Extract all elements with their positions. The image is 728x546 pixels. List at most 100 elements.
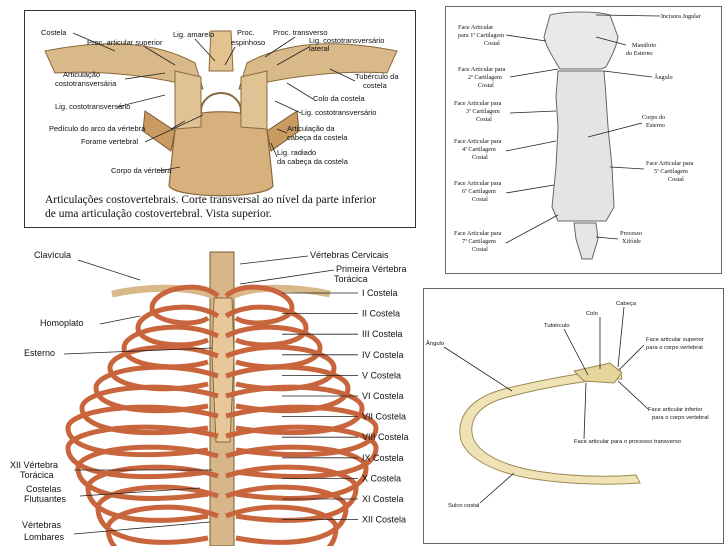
caption-line-2: de uma articulação costovertebral. Vista… bbox=[45, 208, 272, 220]
label-esterno: Esterno bbox=[24, 348, 55, 358]
label-lig-ct-2: Lig. costotransversário bbox=[301, 108, 376, 117]
rib-8-right bbox=[225, 424, 379, 480]
thoracic-cage-panel: Clavícula Homoplato Esterno XII Vértebra… bbox=[0, 236, 420, 546]
label-corpo-esterno-1: Corpo do bbox=[642, 114, 665, 121]
label-rib-4: IV Costela bbox=[362, 350, 404, 360]
rib-7-left bbox=[65, 404, 219, 458]
label-clavicula: Clavícula bbox=[34, 250, 71, 260]
label-lig-radiado-2: da cabeça da costela bbox=[277, 157, 349, 166]
label-art-cabeca-1: Articulação da bbox=[287, 124, 335, 133]
label-proc-transverso: Proc. transverso bbox=[273, 28, 328, 37]
label-tuberculo-2: costela bbox=[363, 81, 388, 90]
label-fa-transverso: Face articular para o processo transvers… bbox=[574, 439, 681, 445]
costovertebral-diagram: Costela Proc. articular superior Lig. am… bbox=[41, 28, 399, 220]
label-fa6-3: Costal bbox=[472, 196, 488, 203]
label-fa3-2: 3ª Cartilagem bbox=[466, 108, 500, 115]
label-rib-9: IX Costela bbox=[362, 453, 404, 463]
label-fa1-2: para 1ª Cartilagem bbox=[458, 32, 504, 39]
label-xifoide-1: Processo bbox=[620, 230, 642, 237]
label-pediculo: Pedículo do arco da vértebra bbox=[49, 124, 146, 133]
label-fa-inferior-2: para o corpo vertebral bbox=[652, 415, 709, 421]
label-xii-vertebra-2: Torácica bbox=[20, 470, 54, 480]
rib-12-left bbox=[105, 504, 219, 546]
label-colo: Colo bbox=[586, 311, 598, 317]
rib-6-left bbox=[79, 384, 219, 436]
label-colo-costela: Colo da costela bbox=[313, 94, 366, 103]
label-rib-2: II Costela bbox=[362, 309, 400, 319]
left-rib-head-shape bbox=[142, 110, 176, 152]
label-sulco-costal: Sulco costal bbox=[448, 503, 479, 509]
label-lig-ct-lateral-2: lateral bbox=[309, 44, 330, 53]
label-rib-8: VIII Costela bbox=[362, 432, 409, 442]
left-rib-shape bbox=[44, 43, 204, 90]
label-fa2-2: 2ª Cartilagem bbox=[468, 74, 502, 81]
label-rib-12: XII Costela bbox=[362, 515, 406, 525]
rib-panel: Cabeça Colo Tubérculo Ângulo Face articu… bbox=[423, 288, 724, 544]
label-incisura-jugular: Incisura Jugular bbox=[661, 13, 701, 20]
rib-12-right bbox=[225, 504, 339, 546]
rib-1-left bbox=[149, 284, 220, 326]
label-lig-ct: Lig. costotransversário bbox=[55, 102, 130, 111]
label-rib-1: I Costela bbox=[362, 288, 398, 298]
ribs-group bbox=[65, 284, 379, 546]
label-tuberculo: Tubérculo bbox=[544, 323, 570, 329]
label-fa5-2: 5ª Cartilagem bbox=[654, 168, 688, 175]
label-fa4-1: Face Articular para bbox=[454, 138, 502, 145]
label-costela: Costela bbox=[41, 28, 67, 37]
label-fa6-1: Face Articular para bbox=[454, 180, 502, 187]
label-vertebras-lombares-2: Lombares bbox=[24, 532, 65, 542]
sternum-panel: Incisura Jugular Face Articular para 1ª … bbox=[445, 6, 722, 274]
label-xifoide-2: Xifóide bbox=[622, 238, 641, 245]
label-proc-articular-superior: Proc. articular superior bbox=[87, 38, 163, 47]
label-proc-espinhoso-2: espinhoso bbox=[231, 38, 265, 47]
rib-10-left bbox=[85, 464, 219, 523]
rib-9-right bbox=[225, 444, 369, 501]
sternum-diagram: Incisura Jugular Face Articular para 1ª … bbox=[454, 11, 701, 260]
label-lig-radiado-1: Lig. radiado bbox=[277, 148, 316, 157]
label-fa2-3: Costal bbox=[478, 82, 494, 89]
label-fa-superior-1: Face articular superior bbox=[646, 337, 704, 343]
rib-9-left bbox=[75, 444, 219, 501]
label-corpo-vertebra: Corpo da vértebra bbox=[111, 166, 172, 175]
label-fa6-2: 6ª Cartilagem bbox=[462, 188, 496, 195]
label-fa5-3: Costal bbox=[668, 176, 684, 183]
label-art-cabeca-2: cabeça da costela bbox=[287, 133, 348, 142]
label-tuberculo-1: Tubérculo da bbox=[355, 72, 399, 81]
rib-10-right bbox=[225, 464, 359, 523]
label-rib-7: VII Costela bbox=[362, 412, 406, 422]
label-rib-11: XI Costela bbox=[362, 494, 404, 504]
label-forame: Forame vertebral bbox=[81, 137, 138, 146]
rib-5-right bbox=[225, 364, 351, 414]
label-vertebras-lombares-1: Vértebras bbox=[22, 520, 62, 530]
label-manubrio-1: Manúbrio bbox=[632, 42, 656, 49]
sternum-body-shape bbox=[551, 70, 615, 222]
label-rib-10: X Costela bbox=[362, 473, 401, 483]
label-fa3-3: Costal bbox=[476, 116, 492, 123]
rib-7-right bbox=[225, 404, 379, 458]
rib-8-left bbox=[65, 424, 219, 480]
label-manubrio-2: do Esterno bbox=[626, 50, 653, 57]
label-art-ct-2: costotransversária bbox=[55, 79, 117, 88]
label-corpo-esterno-2: Esterno bbox=[646, 122, 665, 129]
costovertebral-panel: Costela Proc. articular superior Lig. am… bbox=[24, 10, 416, 228]
rib-head-neck-shape bbox=[573, 362, 623, 384]
label-rib-5: V Costela bbox=[362, 370, 401, 380]
label-art-ct-1: Articulação bbox=[63, 70, 100, 79]
rib-shape bbox=[459, 368, 641, 485]
right-rib-shape bbox=[238, 43, 398, 90]
label-fa4-3: Costal bbox=[472, 154, 488, 161]
label-rib-6: VI Costela bbox=[362, 391, 404, 401]
label-fa1-3: Costal bbox=[484, 40, 500, 47]
rib-11-right bbox=[225, 484, 349, 545]
rib-diagram: Cabeça Colo Tubérculo Ângulo Face articu… bbox=[426, 301, 709, 509]
rib-5-left bbox=[93, 364, 219, 414]
label-cabeca: Cabeça bbox=[616, 301, 637, 307]
label-angulo: Ângulo bbox=[654, 73, 673, 81]
rib-2-left bbox=[135, 304, 220, 348]
label-xii-vertebra-1: XII Vértebra bbox=[10, 460, 58, 470]
label-fa-superior-2: para o corpo vertebral bbox=[646, 345, 703, 351]
thoracic-cage-diagram: Clavícula Homoplato Esterno XII Vértebra… bbox=[10, 250, 409, 546]
label-fa3-1: Face Articular para bbox=[454, 100, 502, 107]
label-costelas-flutuantes-1: Costelas bbox=[26, 484, 62, 494]
left-clavicle-shape bbox=[111, 284, 216, 300]
